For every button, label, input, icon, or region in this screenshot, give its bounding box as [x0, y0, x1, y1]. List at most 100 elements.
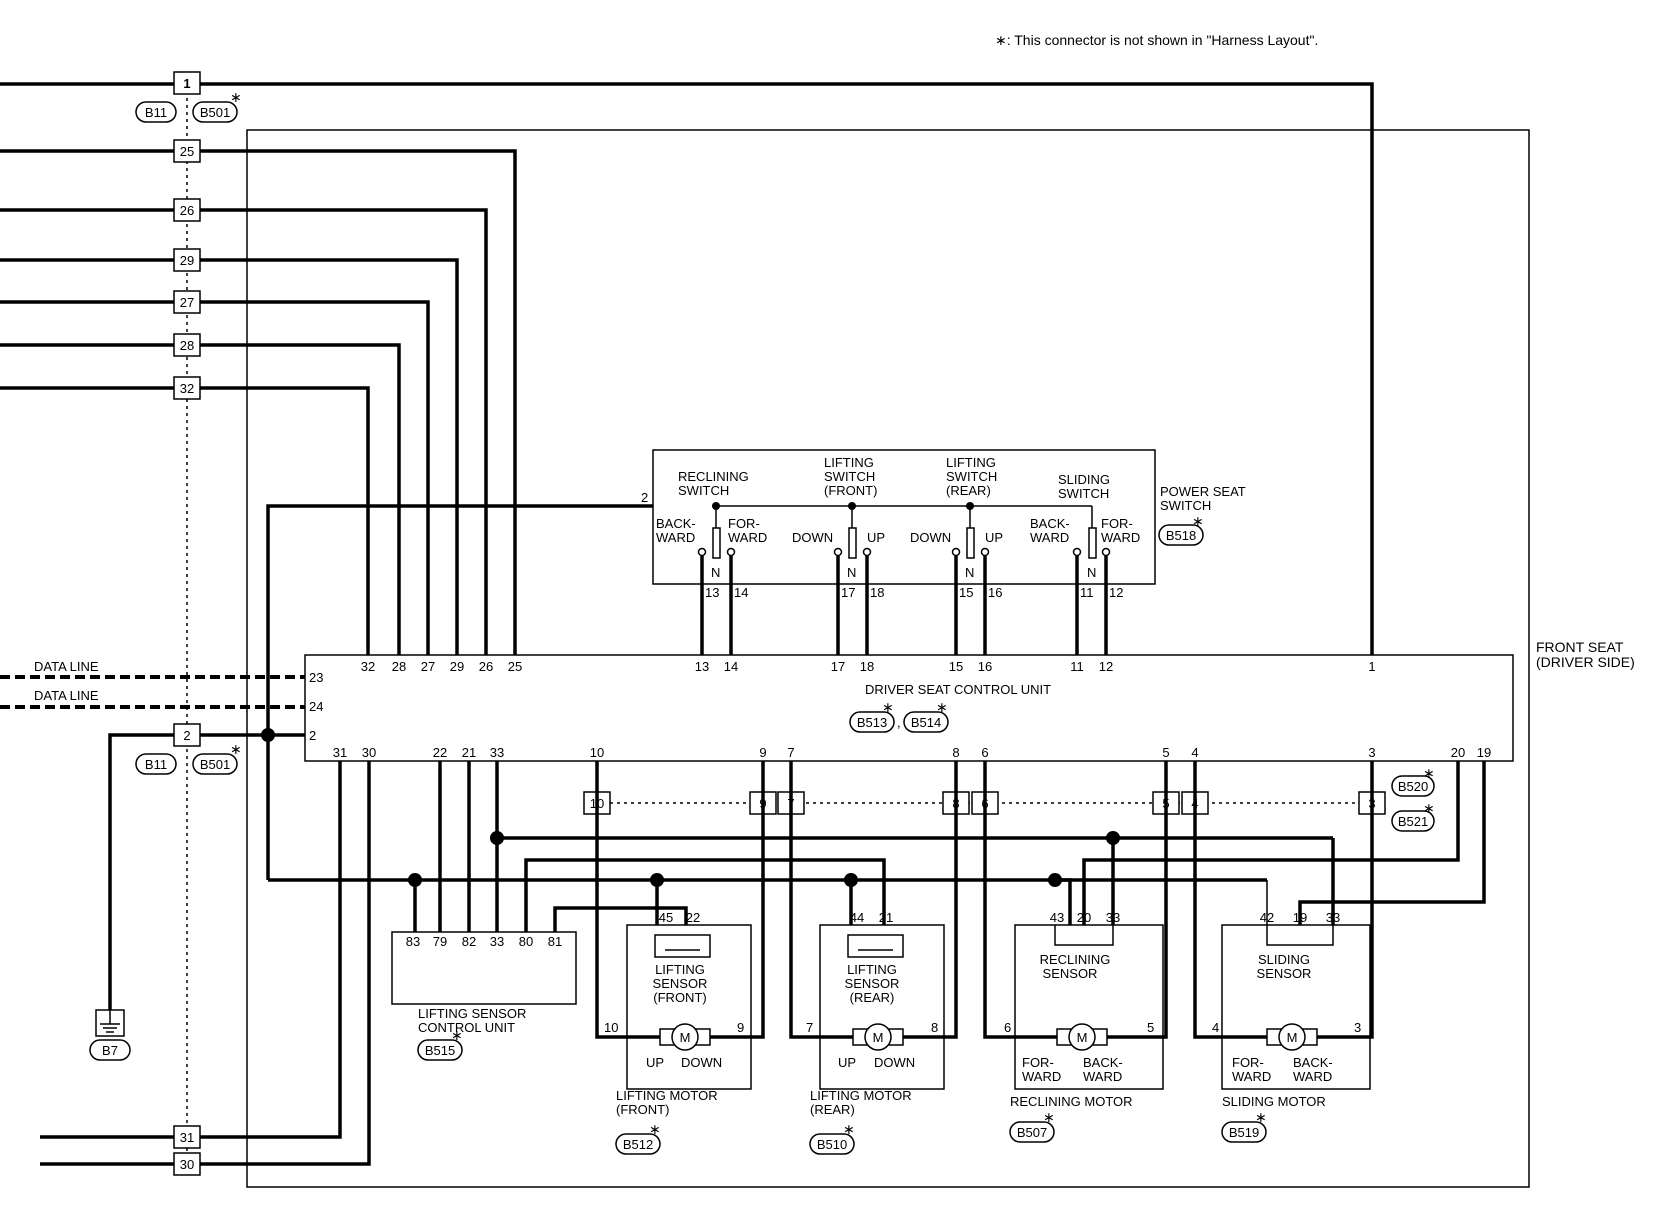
svg-text:∗: ∗	[451, 1027, 463, 1043]
svg-text:33: 33	[1106, 910, 1120, 925]
svg-text:BACK-: BACK-	[1293, 1055, 1333, 1070]
wire-pin-1	[200, 82, 1374, 655]
svg-text:SWITCH: SWITCH	[678, 483, 729, 498]
svg-text:6: 6	[1004, 1020, 1011, 1035]
power-seat-switch-box	[652, 449, 1156, 585]
inline-pin: 1	[183, 76, 190, 91]
svg-text:B11: B11	[145, 757, 167, 772]
svg-text:SWITCH: SWITCH	[1058, 486, 1109, 501]
svg-text:26: 26	[479, 659, 493, 674]
svg-text:10: 10	[604, 1020, 618, 1035]
svg-text:8: 8	[931, 1020, 938, 1035]
svg-text:UP: UP	[646, 1055, 664, 1070]
svg-text:31: 31	[333, 745, 347, 760]
svg-text:FOR-: FOR-	[1101, 516, 1133, 531]
wire-pin-30	[200, 761, 371, 1166]
svg-text:RECLINING MOTOR: RECLINING MOTOR	[1010, 1094, 1133, 1109]
svg-text:29: 29	[450, 659, 464, 674]
svg-text:28: 28	[392, 659, 406, 674]
svg-text:SLIDING MOTOR: SLIDING MOTOR	[1222, 1094, 1326, 1109]
svg-text:B11: B11	[145, 105, 167, 120]
svg-text:∗: ∗	[936, 699, 948, 715]
svg-text:N: N	[847, 565, 856, 580]
svg-text:17: 17	[841, 585, 855, 600]
svg-text:13: 13	[695, 659, 709, 674]
svg-text:N: N	[1087, 565, 1096, 580]
wire-pin-25	[200, 149, 517, 655]
inline-pin: 32	[180, 381, 194, 396]
pss-pin-2: 2	[641, 490, 648, 505]
svg-text:WARD: WARD	[1293, 1069, 1332, 1084]
svg-text:11: 11	[1080, 585, 1094, 600]
svg-text:43: 43	[1050, 910, 1064, 925]
dscu-title: DRIVER SEAT CONTROL UNIT	[865, 682, 1051, 697]
svg-text:∗: ∗	[649, 1121, 661, 1137]
wire-pin-27	[200, 300, 430, 655]
wire-motor-lf-9	[710, 761, 765, 1039]
svg-text:9: 9	[737, 1020, 744, 1035]
wire-lscu-80	[524, 858, 886, 932]
svg-text:19: 19	[1293, 910, 1307, 925]
connector-tag-b11-b501-top: B11 B501 ∗	[135, 89, 242, 123]
svg-text:19: 19	[1477, 745, 1491, 760]
svg-text:23: 23	[309, 670, 323, 685]
reclining-switch: RECLINING SWITCH BACK- WARD FOR- WARD N …	[656, 469, 767, 655]
svg-text:1: 1	[1368, 659, 1375, 674]
svg-text:WARD: WARD	[1022, 1069, 1061, 1084]
svg-text:SLIDING: SLIDING	[1058, 472, 1110, 487]
svg-text:5: 5	[1162, 745, 1169, 760]
svg-text:DOWN: DOWN	[910, 530, 951, 545]
wire-motor-lr-8	[903, 761, 958, 1039]
svg-text:33: 33	[490, 934, 504, 949]
svg-text:30: 30	[180, 1157, 194, 1172]
svg-text:DOWN: DOWN	[792, 530, 833, 545]
connector-tag-b7: B7	[89, 1039, 131, 1061]
svg-text:44: 44	[850, 910, 864, 925]
svg-text:WARD: WARD	[1083, 1069, 1122, 1084]
svg-text:SWITCH: SWITCH	[824, 469, 875, 484]
svg-text:UP: UP	[838, 1055, 856, 1070]
svg-text:DOWN: DOWN	[681, 1055, 722, 1070]
connector-tag-b513-b514: B513 ∗ , B514 ∗	[849, 699, 949, 733]
svg-text:21: 21	[879, 910, 893, 925]
svg-text:FOR-: FOR-	[728, 516, 760, 531]
wire-switch-common	[266, 504, 653, 880]
svg-text:B518: B518	[1166, 528, 1196, 543]
svg-text:∗: ∗	[1255, 1109, 1267, 1125]
svg-text:SENSOR: SENSOR	[845, 976, 900, 991]
lscu-title-1: LIFTING SENSOR	[418, 1006, 526, 1021]
lscu-pins: 83 79 82 33 80 81	[406, 934, 562, 949]
svg-text:79: 79	[433, 934, 447, 949]
svg-text:9: 9	[759, 745, 766, 760]
svg-text:20: 20	[1451, 745, 1465, 760]
svg-text:15: 15	[959, 585, 973, 600]
svg-text:LIFTING: LIFTING	[824, 455, 874, 470]
svg-text:RECLINING: RECLINING	[1040, 952, 1111, 967]
wire-pin-31	[200, 761, 342, 1139]
inline-pin: 26	[180, 203, 194, 218]
connector-tag-b515: B515 ∗	[417, 1027, 463, 1061]
harness-layout-note: ∗: This connector is not shown in "Harne…	[995, 32, 1318, 48]
svg-text:(REAR): (REAR)	[946, 483, 991, 498]
svg-text:13: 13	[705, 585, 719, 600]
lifting-switch-front: LIFTING SWITCH (FRONT) DOWN UP N 17 18	[792, 455, 885, 655]
lifting-sensor-control-unit	[391, 931, 577, 1005]
svg-text:(FRONT): (FRONT)	[824, 483, 877, 498]
svg-text:(REAR): (REAR)	[850, 990, 895, 1005]
svg-text:30: 30	[362, 745, 376, 760]
svg-text:B7: B7	[102, 1043, 118, 1058]
wire-dscu-19	[1298, 761, 1486, 925]
sliding-switch: SLIDING SWITCH BACK- WARD FOR- WARD N 11…	[1030, 472, 1140, 655]
power-seat-switch-title-2: SWITCH	[1160, 498, 1211, 513]
svg-text:LIFTING MOTOR: LIFTING MOTOR	[616, 1088, 718, 1103]
svg-text:∗: ∗	[1192, 513, 1204, 529]
wire-motor-lf-10	[595, 761, 660, 1039]
motor-icon: M	[1077, 1030, 1088, 1045]
svg-text:33: 33	[490, 745, 504, 760]
svg-text:7: 7	[787, 745, 794, 760]
svg-text:B501: B501	[200, 757, 230, 772]
svg-text:B510: B510	[817, 1137, 847, 1152]
inline-pin: 28	[180, 338, 194, 353]
svg-text:N: N	[965, 565, 974, 580]
svg-text:4: 4	[1212, 1020, 1219, 1035]
